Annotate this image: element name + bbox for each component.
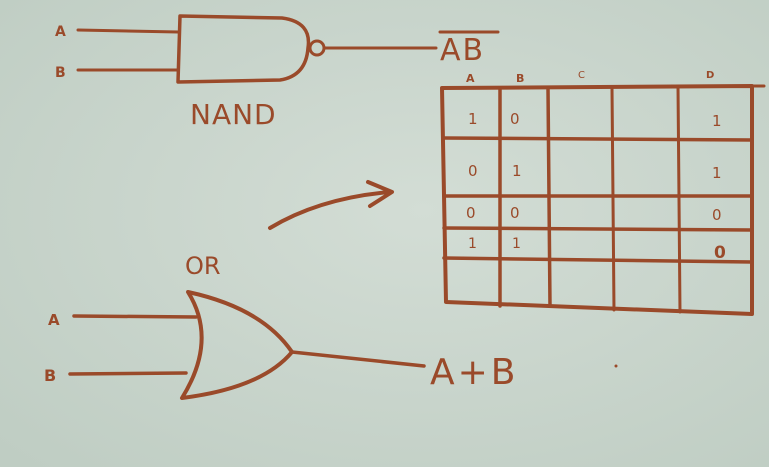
nand-output-label: AB	[440, 33, 485, 68]
nand-input-b-label: B	[55, 65, 66, 81]
or-gate: OR A B A+B	[44, 252, 519, 400]
table-cell: 1	[468, 110, 478, 128]
table-col-line	[610, 86, 616, 312]
or-output-label: A+B	[430, 352, 519, 393]
table-header-a: A	[466, 72, 475, 85]
nand-gate-body	[176, 14, 311, 84]
nand-gate-label: NAND	[190, 98, 277, 131]
table-row-line	[442, 136, 754, 142]
table-row-line	[442, 256, 754, 264]
curved-arrow	[268, 180, 394, 230]
or-gate-body	[180, 290, 294, 400]
arrow-shaft	[268, 190, 392, 230]
nand-input-a-label: A	[55, 24, 66, 40]
or-input-b-label: B	[44, 366, 56, 385]
table-cell: 1	[512, 162, 522, 180]
truth-table: A B C D 1 0 1 0 1 1 0 0 0 1 1 0	[440, 70, 766, 316]
table-cell: 0	[466, 204, 476, 222]
or-input-b-wire	[68, 371, 188, 376]
table-cell: 0	[714, 243, 726, 263]
table-row-line	[442, 226, 754, 232]
table-col-line	[676, 84, 682, 314]
marker-dot	[614, 364, 618, 368]
or-output-wire	[290, 350, 426, 368]
table-cell: 0	[510, 204, 520, 222]
table-cell: 1	[468, 236, 477, 252]
table-cell: 1	[712, 164, 722, 182]
nand-gate: A B AB NAND	[55, 14, 500, 131]
table-cell: 1	[712, 112, 722, 130]
or-gate-label: OR	[185, 252, 221, 280]
arrow-head	[366, 180, 394, 208]
table-cell: 0	[510, 110, 520, 128]
table-cell: 1	[512, 236, 521, 252]
table-header-c: C	[578, 70, 585, 81]
table-border	[440, 84, 754, 316]
or-input-a-wire	[72, 314, 198, 319]
table-cell: 0	[712, 206, 722, 224]
table-header-b: B	[516, 72, 524, 85]
nand-input-a-wire	[76, 28, 180, 34]
table-cell: 0	[468, 162, 478, 180]
or-input-a-label: A	[48, 311, 60, 329]
table-header-d: D	[706, 70, 714, 81]
